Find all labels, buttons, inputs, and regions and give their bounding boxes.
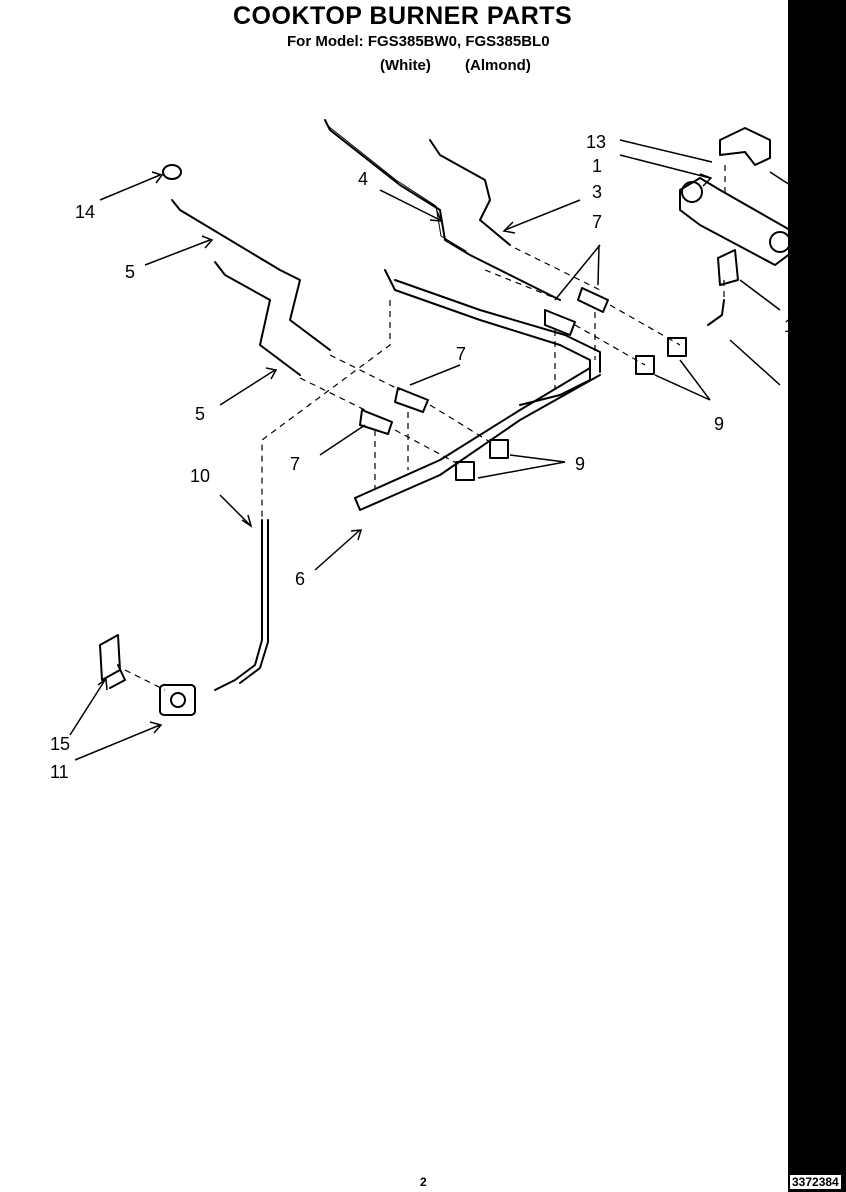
callout-7-left: 7 [290, 454, 300, 474]
callout-14: 13 [586, 132, 606, 152]
tube-3-inner [327, 125, 467, 252]
callout-3: 4 [358, 169, 368, 189]
orifice-7-b [577, 287, 609, 313]
clip-9-c [489, 439, 509, 459]
callout-12: 15 [50, 734, 70, 754]
callout-5: 5 [125, 262, 135, 282]
tube-4 [214, 261, 301, 376]
clip-9-a [667, 337, 687, 357]
callout-2: 3 [592, 182, 602, 202]
tube-10-b [239, 519, 269, 684]
callout-11: 11 [50, 762, 69, 782]
tube-10 [214, 519, 263, 691]
callout-8: 8 [795, 199, 805, 219]
page-title: COOKTOP BURNER PARTS [233, 2, 573, 30]
orifice-7-d [359, 409, 393, 435]
callout-4: 5 [195, 404, 205, 424]
clip-9-d [455, 461, 475, 481]
clip-9-b [635, 355, 655, 375]
tube-2 [429, 139, 511, 246]
callout-6: 6 [295, 569, 305, 589]
bracket-8 [719, 127, 771, 166]
manifold-bar [354, 374, 601, 511]
right-border-bar [788, 0, 846, 1192]
callout-9-right: 9 [714, 414, 724, 434]
callout-7-top: 7 [592, 212, 602, 232]
callout-16: 16 [784, 316, 804, 336]
variant-white: (White) [380, 57, 431, 74]
callout-1: 1 [592, 156, 602, 176]
manifold-top [384, 269, 591, 406]
tube-5 [171, 199, 331, 351]
cap-15 [162, 164, 182, 180]
callout-labels: 14 5 5 4 3 7 1 13 8 16 12 9 7 7 9 10 6 1… [50, 132, 808, 782]
model-line: For Model: FGS385BW0, FGS385BL0 [287, 33, 550, 50]
callout-9-mid: 9 [575, 454, 585, 474]
tube-3 [324, 119, 561, 301]
orifice-7-c [394, 387, 429, 413]
bracket-16 [717, 249, 739, 286]
manifold-top-b [394, 279, 601, 373]
callout-13: 12 [788, 390, 808, 410]
document-number: 3372384 [790, 1175, 841, 1189]
callout-10: 10 [190, 466, 210, 486]
orifice-7-a [544, 309, 576, 336]
bracket-12 [99, 634, 126, 689]
valve-11 [159, 684, 196, 716]
page-number: 2 [420, 1175, 427, 1189]
variant-almond: (Almond) [465, 57, 531, 74]
callout-15: 14 [75, 202, 95, 222]
callout-7-mid: 7 [456, 344, 466, 364]
wire-13 [707, 299, 725, 326]
